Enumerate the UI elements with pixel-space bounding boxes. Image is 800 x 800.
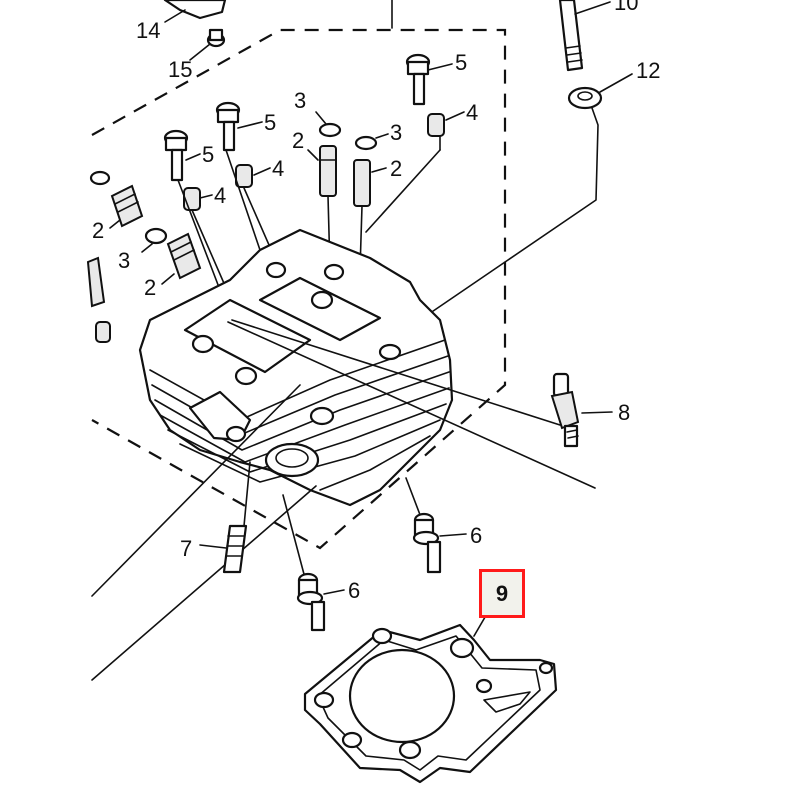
label-6-a: 6 xyxy=(470,523,482,548)
part-2-spring-c xyxy=(110,184,144,228)
label-9-highlighted: 9 xyxy=(495,580,509,606)
label-5-c: 5 xyxy=(202,142,214,167)
part-7-stud xyxy=(222,524,248,574)
part-5-bolt-b xyxy=(215,101,241,152)
part-5-bolt-c xyxy=(163,129,189,182)
part-3-clip-b xyxy=(354,135,378,151)
part-9-gasket xyxy=(303,623,558,784)
assembly-dashed-outline xyxy=(91,28,507,550)
label-3-c: 3 xyxy=(118,248,130,273)
part-3-clip-d xyxy=(89,170,111,186)
part-12-washer xyxy=(567,86,603,110)
part-4-cap-d xyxy=(95,321,111,343)
label-4-c: 4 xyxy=(214,183,226,208)
label-14: 14 xyxy=(136,18,160,43)
part-14-shape xyxy=(163,0,227,20)
part-3-clip-c xyxy=(144,227,168,245)
part-2-spring-d xyxy=(166,232,202,280)
part-4-cap-b xyxy=(235,164,253,188)
label-3-b: 3 xyxy=(390,120,402,145)
part-5-bolt-a xyxy=(405,53,431,106)
label-4-b: 4 xyxy=(272,156,284,181)
label-12: 12 xyxy=(636,58,660,83)
label-5-b: 5 xyxy=(264,110,276,135)
part-6-bolt-a xyxy=(412,512,442,574)
part-8-spark-plug xyxy=(550,372,580,448)
part-2-valve-b xyxy=(353,159,371,207)
part-2-spring-e xyxy=(86,256,106,308)
part-6-bolt-b xyxy=(296,572,326,632)
label-5-a: 5 xyxy=(455,50,467,75)
label-2-c: 2 xyxy=(92,218,104,243)
part-10-stud xyxy=(558,0,584,72)
label-2-a: 2 xyxy=(292,128,304,153)
label-8: 8 xyxy=(618,400,630,425)
highlight-box-part-9 xyxy=(479,569,525,618)
label-6-b: 6 xyxy=(348,578,360,603)
label-7: 7 xyxy=(180,536,192,561)
label-3-a: 3 xyxy=(294,88,306,113)
part-2-valve-a xyxy=(319,145,337,197)
label-15: 15 xyxy=(168,57,192,82)
part-3-clip-a xyxy=(318,122,342,138)
part-4-cap-c xyxy=(183,187,201,211)
cylinder-head xyxy=(138,228,454,507)
label-10: 10 xyxy=(614,0,638,15)
part-4-cap-a xyxy=(427,113,445,137)
label-2-b: 2 xyxy=(390,156,402,181)
label-2-d: 2 xyxy=(144,275,156,300)
part-15-bolt xyxy=(206,28,226,48)
label-4-a: 4 xyxy=(466,100,478,125)
